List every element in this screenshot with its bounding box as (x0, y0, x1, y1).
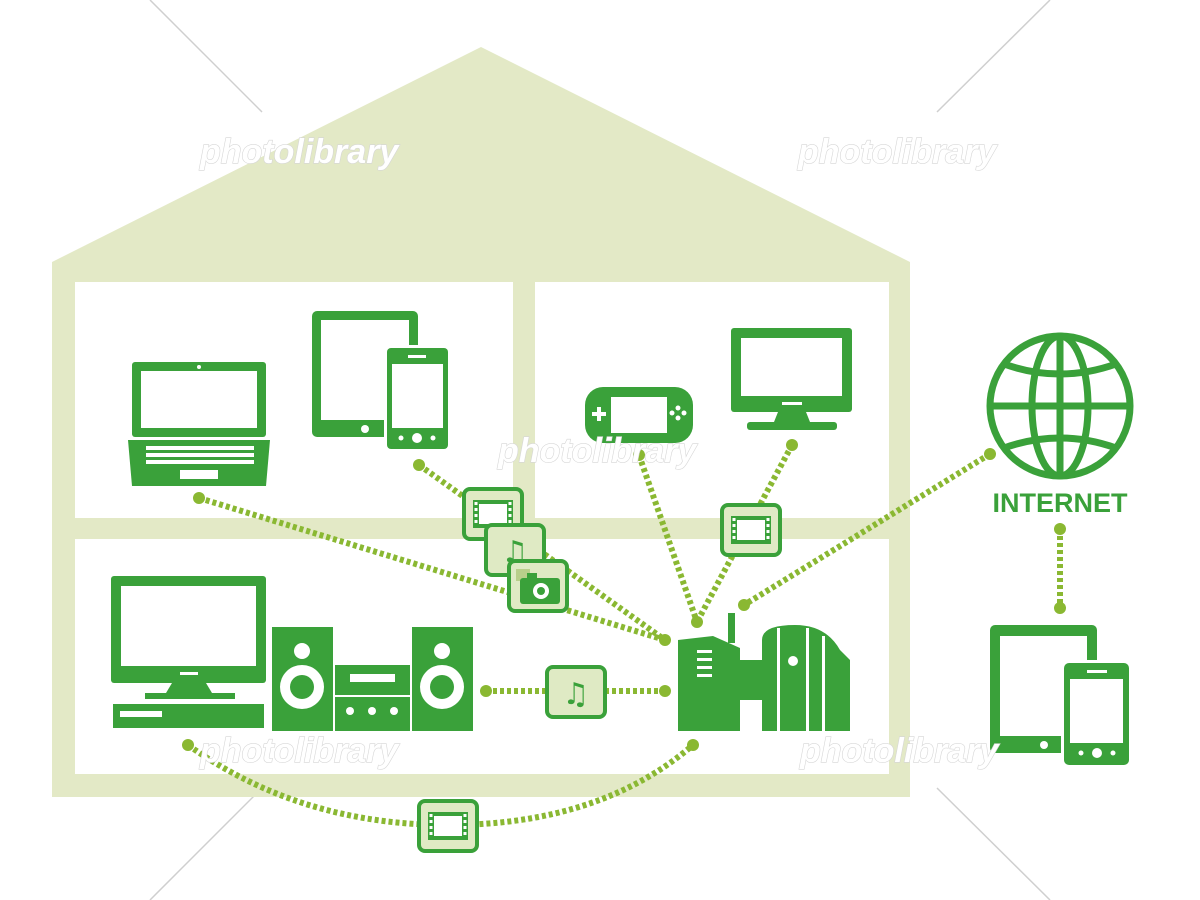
watermark-text: photolibrary (799, 732, 1000, 770)
music-note-icon: ♫ (563, 677, 590, 712)
internet-label: INTERNET (993, 488, 1129, 518)
link-endpoints (182, 439, 1066, 751)
laptop-icon (128, 362, 270, 486)
router-server-icon (678, 613, 850, 731)
photo-badge (507, 559, 569, 613)
tv-recorder-icon (111, 576, 266, 731)
watermark-text: photolibrary (497, 432, 698, 470)
watermarks: photolibrary photolibrary photolibrary p… (198, 132, 1001, 770)
link-globe-router (742, 451, 992, 608)
stereo-icon (272, 627, 473, 731)
link-game-router (636, 454, 700, 623)
tv-icon (731, 328, 852, 430)
film-badge-right (720, 503, 782, 557)
globe-icon (986, 332, 1134, 480)
watermark-text: photolibrary (797, 133, 998, 171)
outside-smartphone-icon (1061, 660, 1132, 768)
smartphone-icon (384, 345, 451, 452)
game-console-icon (585, 387, 693, 443)
crop-marks (149, 0, 1051, 900)
film-badge-bottom (417, 799, 479, 853)
music-badge-lower: ♫ (545, 665, 607, 719)
watermark-text: photolibrary (199, 732, 400, 770)
watermark-text: photolibrary (199, 133, 400, 171)
